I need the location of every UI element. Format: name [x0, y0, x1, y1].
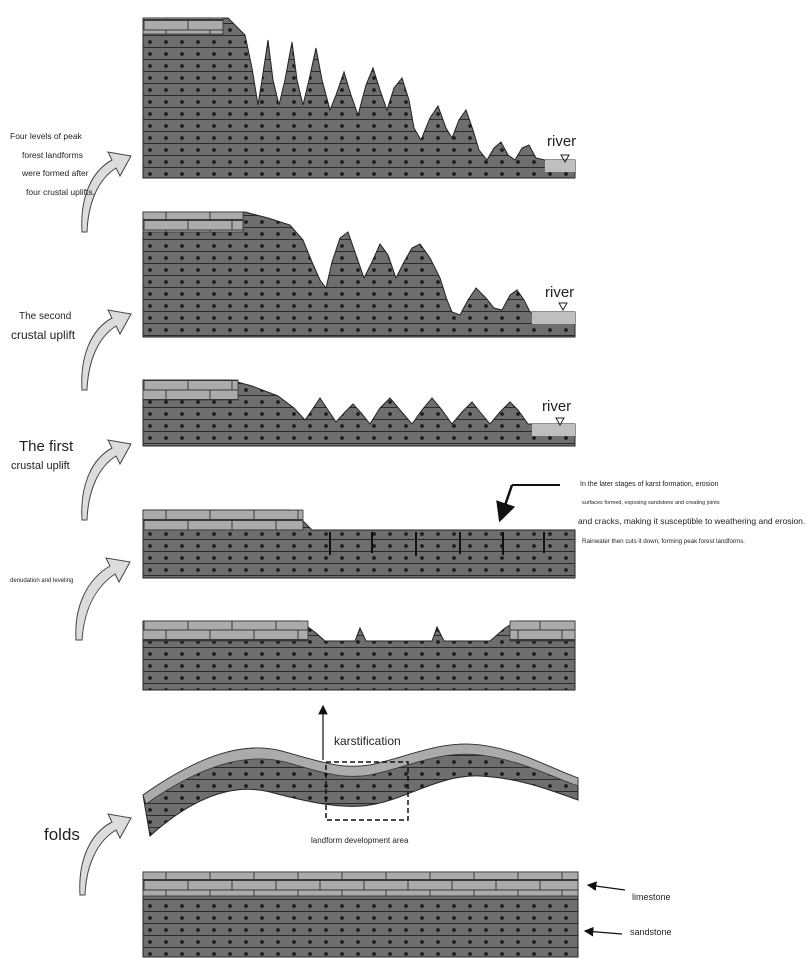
stage-6-label-line: crustal uplift — [11, 328, 76, 342]
stage-7-terrain — [142, 17, 576, 179]
limestone-pointer — [586, 881, 626, 891]
stage-7-label-line: were formed after — [21, 168, 89, 178]
stage-5-label: The first crustal uplift — [11, 438, 74, 472]
stage-1-limestone — [142, 871, 579, 897]
sandstone-pointer — [583, 926, 623, 937]
stage-7-label: Four levels of peak forest landforms wer… — [10, 131, 95, 197]
stage-7-panel: river — [142, 17, 576, 179]
stage-4-panel — [142, 484, 576, 579]
stage-6-river-water — [532, 312, 575, 324]
stage-7-label-line: Four levels of peak — [10, 131, 83, 141]
karst-note-line: surfaces formed, exposing sandstone and … — [582, 500, 720, 506]
stage-4-label: denudation and leveling — [10, 578, 73, 584]
stage-5-water-marker-icon — [555, 417, 565, 427]
progression-arrows — [75, 151, 132, 896]
stage-7-water-marker-icon — [560, 154, 570, 164]
stage-4-joints — [329, 532, 545, 556]
stage-5-label-line: The first — [19, 438, 74, 455]
curved-arrow-icon — [81, 439, 132, 521]
stage-6-label-line: The second — [19, 311, 71, 322]
stage-5-limestone-cap — [142, 379, 239, 401]
karst-note: In the later stages of karst formation, … — [578, 481, 805, 545]
limestone-label: limestone — [632, 892, 671, 902]
stage-5-river-water — [532, 424, 575, 436]
stage-5-label-line: crustal uplift — [11, 460, 70, 472]
karst-note-line: Rainwater then cuts it down, forming pea… — [582, 538, 745, 545]
stage-6-terrain — [142, 211, 576, 338]
stage-1-panel: limestone sandstone — [142, 871, 672, 958]
stage-3-limestone-left — [142, 620, 309, 642]
development-area-box — [325, 761, 409, 821]
curved-arrow-icon — [79, 813, 132, 896]
curved-arrow-icon — [75, 557, 131, 641]
stage-4-limestone-cap — [142, 509, 304, 531]
karst-note-line: In the later stages of karst formation, … — [580, 481, 719, 488]
stage-6-limestone-cap — [142, 211, 244, 233]
note-pointer-arrow — [496, 484, 516, 523]
curved-arrow-icon — [81, 151, 132, 233]
curved-arrow-icon — [81, 309, 132, 391]
karstification-label: karstification — [334, 734, 401, 748]
development-area-label: landform development area — [311, 836, 409, 845]
stage-2-label: folds — [44, 825, 80, 844]
stage-6-river-label: river — [545, 284, 574, 301]
stage-3-limestone-right — [509, 620, 576, 642]
sandstone-label: sandstone — [630, 927, 672, 937]
stage-6-water-marker-icon — [558, 302, 568, 312]
stage-7-label-line: four crustal uplifts. — [26, 187, 95, 197]
stage-6-panel: river — [142, 211, 576, 338]
stage-5-terrain — [142, 379, 576, 447]
stage-7-limestone-cap — [142, 17, 224, 35]
stage-3-panel: karstification — [142, 620, 576, 760]
stage-7-label-line: forest landforms — [22, 150, 83, 160]
stage-6-label: The second crustal uplift — [11, 311, 76, 342]
stage-2-panel: landform development area — [142, 743, 579, 845]
stage-5-river-label: river — [542, 398, 571, 415]
stage-2-fold-limestone — [142, 743, 579, 805]
stage-7-river-water — [545, 160, 575, 172]
stage-7-river-label: river — [547, 133, 576, 150]
karst-note-line: and cracks, making it susceptible to wea… — [578, 516, 805, 526]
stage-5-panel: river — [142, 379, 576, 447]
